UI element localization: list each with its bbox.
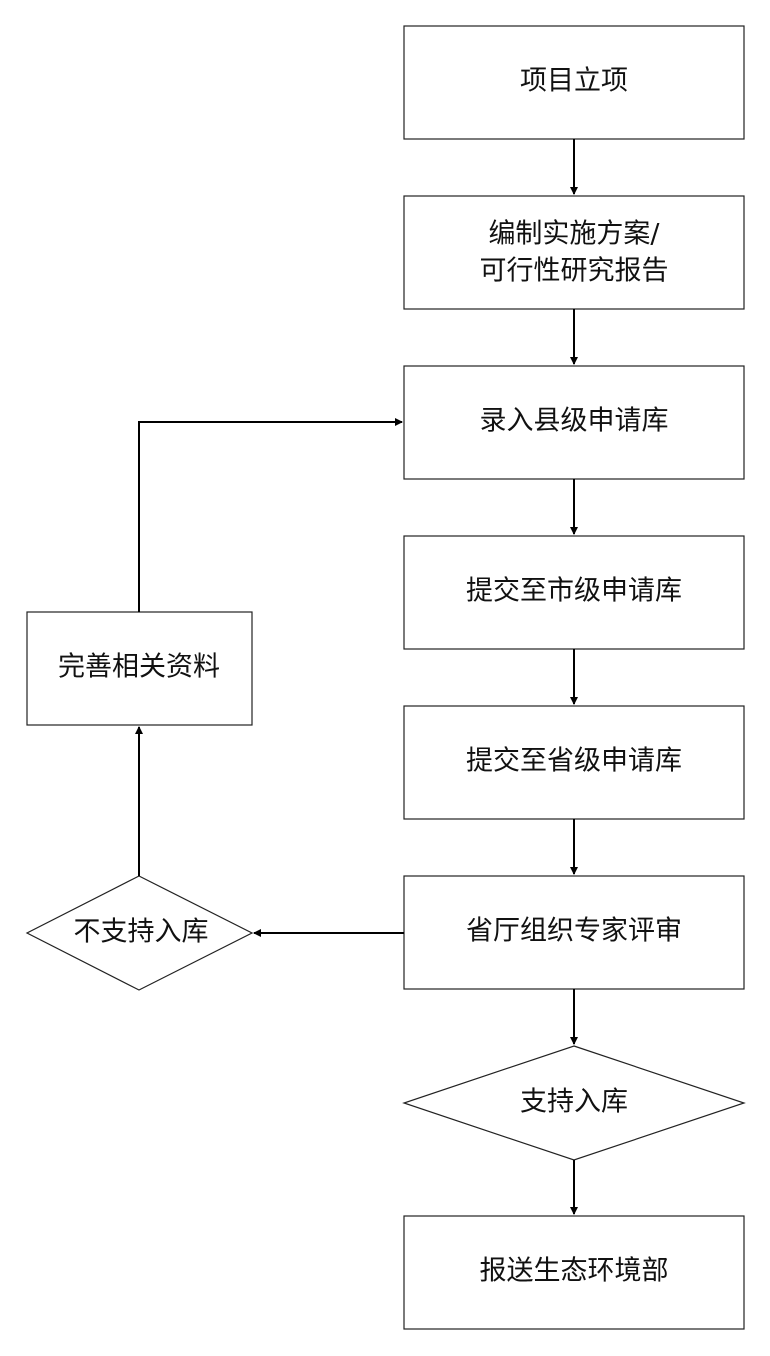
node-county-library-label: 录入县级申请库 <box>480 406 669 437</box>
node-approve-decision: 支持入库 <box>402 1045 746 1161</box>
node-province-library-label: 提交至省级申请库 <box>466 746 682 777</box>
node-compile-plan: 编制实施方案/ 可行性研究报告 <box>403 195 745 310</box>
node-expert-review: 省厅组织专家评审 <box>403 875 745 990</box>
node-reject-decision: 不支持入库 <box>25 875 254 991</box>
node-county-library: 录入县级申请库 <box>403 365 745 480</box>
arrow-improve-to-county <box>138 418 403 612</box>
node-submit-ministry: 报送生态环境部 <box>403 1215 745 1330</box>
node-compile-plan-label-line2: 可行性研究报告 <box>480 256 669 287</box>
node-expert-review-label: 省厅组织专家评审 <box>466 916 682 947</box>
node-province-library: 提交至省级申请库 <box>403 705 745 820</box>
node-reject-decision-label: 不支持入库 <box>74 917 209 948</box>
node-city-library-label: 提交至市级申请库 <box>466 576 682 607</box>
node-project-approval: 项目立项 <box>403 25 745 140</box>
node-city-library: 提交至市级申请库 <box>403 535 745 650</box>
node-improve-materials-label: 完善相关资料 <box>58 652 220 683</box>
node-compile-plan-label-line1: 编制实施方案/ <box>488 219 660 250</box>
node-project-approval-label: 项目立项 <box>520 66 628 97</box>
node-improve-materials: 完善相关资料 <box>26 611 253 726</box>
node-approve-decision-label: 支持入库 <box>520 1087 628 1118</box>
node-submit-ministry-label: 报送生态环境部 <box>480 1256 669 1287</box>
